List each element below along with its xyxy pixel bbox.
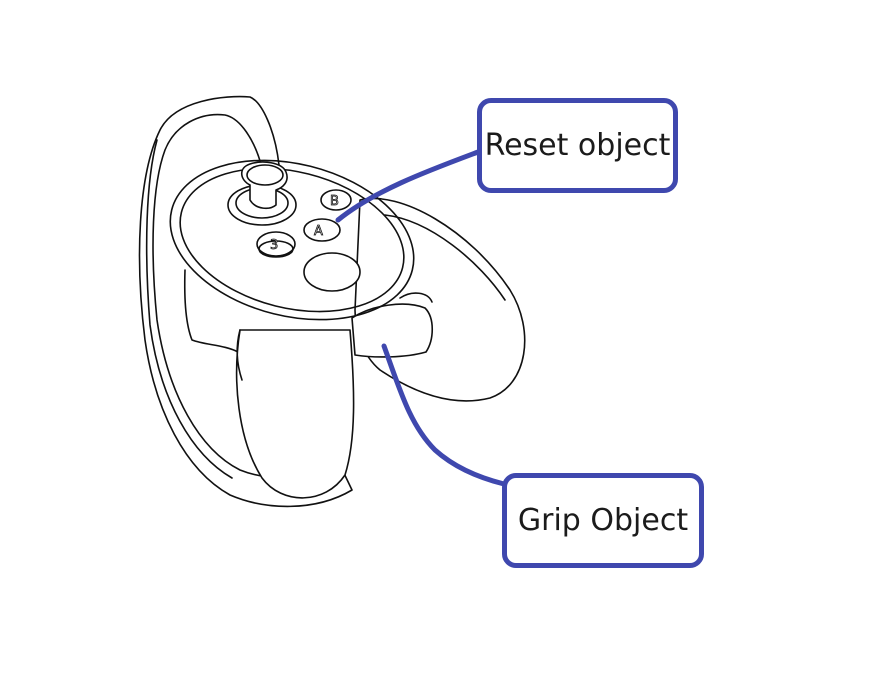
button-menu-label: 3 (270, 238, 278, 253)
button-menu[interactable]: 3 (256, 231, 296, 258)
trigger-housing (354, 197, 526, 402)
button-b-label: B (330, 194, 339, 209)
reset-leader-line (335, 149, 481, 223)
reset-object-label: Reset object (484, 128, 671, 163)
button-b[interactable]: B (320, 189, 352, 211)
grip-leader-line (381, 343, 507, 487)
grip-button[interactable] (351, 292, 434, 358)
reset-object-callout: Reset object (477, 98, 678, 193)
grip-object-callout: Grip Object (502, 473, 704, 568)
thumbstick[interactable] (227, 161, 297, 226)
grip-handle (235, 329, 355, 499)
face-plate (169, 159, 415, 321)
thumb-rest (303, 252, 361, 292)
grip-object-label: Grip Object (517, 503, 689, 538)
button-a[interactable]: A (303, 218, 341, 242)
button-a-label: A (314, 224, 323, 239)
